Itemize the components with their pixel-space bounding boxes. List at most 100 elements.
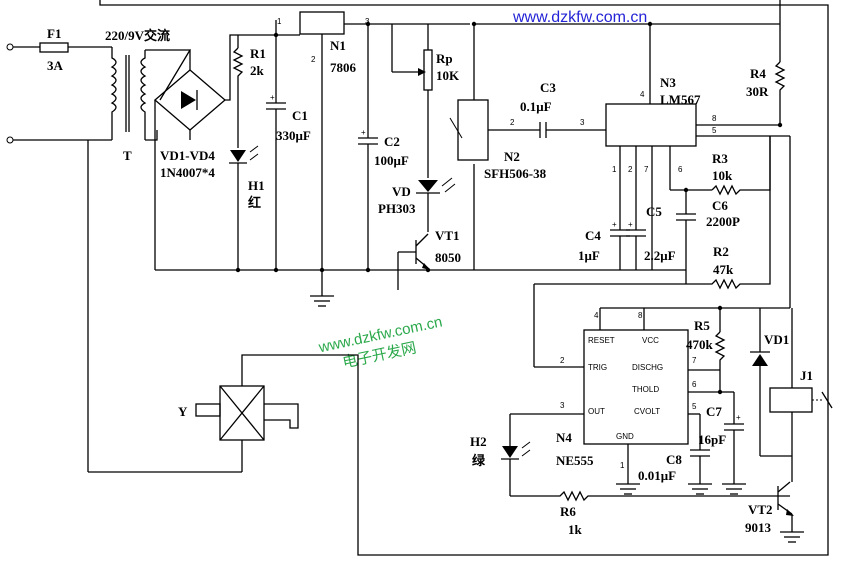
capacitor-c1: + C1 330μF [266,20,311,270]
svg-text:3A: 3A [47,58,64,73]
svg-text:LM567: LM567 [660,92,701,107]
svg-text:2.2μF: 2.2μF [644,248,676,263]
svg-text:10K: 10K [436,68,460,83]
ground-symbol-555 [616,483,640,495]
capacitor-c6: C6 2200P [676,190,740,270]
svg-text:C3: C3 [540,80,556,95]
svg-text:1: 1 [620,461,625,470]
diode-vd1-flyback: VD1 [750,308,792,457]
capacitor-c5: + C5 2.2μF [626,204,676,270]
resistor-r5: R5 470k [686,308,726,392]
svg-text:Rp: Rp [436,51,453,66]
svg-text:H1: H1 [248,178,265,193]
svg-text:8: 8 [638,311,643,320]
svg-text:C2: C2 [384,134,400,149]
svg-text:VD1-VD4: VD1-VD4 [160,148,215,163]
svg-text:8050: 8050 [435,250,461,265]
resistor-r6: R6 1k [510,490,790,537]
svg-text:2: 2 [311,55,316,64]
svg-text:F1: F1 [47,26,61,41]
svg-text:VD: VD [392,184,411,199]
svg-text:R5: R5 [694,318,710,333]
mains-terminal-top [6,43,40,51]
svg-text:6: 6 [678,165,683,174]
svg-text:4: 4 [640,90,645,99]
svg-text:3: 3 [560,401,565,410]
ir-led-vd-ph303: VD PH303 [378,177,456,232]
watermark-top-url: www.dzkfw.com.cn [512,9,647,26]
solenoid-valve-y: Y [87,140,299,473]
svg-text:THOLD: THOLD [632,385,659,394]
mains-terminal-bottom [6,136,112,144]
svg-text:3: 3 [365,17,370,26]
svg-text:N2: N2 [504,149,520,164]
svg-text:R4: R4 [750,66,766,81]
capacitor-c8: C8 0.01μF [638,414,710,484]
resistor-r2: R2 47k [534,136,771,290]
svg-text:+: + [612,220,617,229]
svg-text:330μF: 330μF [276,128,311,143]
svg-text:C1: C1 [292,108,308,123]
svg-text:0.1μF: 0.1μF [520,99,552,114]
led-h2: H2 绿 [470,414,531,496]
svg-text:SFH506-38: SFH506-38 [484,166,547,181]
svg-text:H2: H2 [470,434,487,449]
capacitor-c7: + C7 16pF [698,392,744,484]
svg-text:C4: C4 [585,228,601,243]
ground-symbol-power [310,290,334,307]
svg-text:R2: R2 [713,244,729,259]
svg-text:NE555: NE555 [556,453,594,468]
transistor-vt1: VT1 8050 [397,228,461,290]
svg-text:N4: N4 [556,430,572,445]
svg-text:9013: 9013 [745,520,772,535]
tone-decoder-n3-lm567: 4 N3 LM567 8 5 1 2 7 6 [605,24,790,270]
svg-text:R1: R1 [250,46,266,61]
svg-text:2200P: 2200P [706,214,740,229]
svg-text:1: 1 [277,17,282,26]
resistor-r1: R1 2k [232,46,266,148]
svg-text:绿: 绿 [472,453,486,468]
svg-text:2: 2 [560,356,565,365]
svg-text:J1: J1 [800,368,813,383]
timer-n4-ne555: 4 8 RESET VCC TRIG 2 DISCHG 7 THOLD 6 OU… [556,308,697,470]
svg-text:R3: R3 [712,151,728,166]
svg-text:C7: C7 [706,404,722,419]
ir-receiver-n2: 2 N2 SFH506-38 [449,24,547,181]
capacitor-c3: 3 C3 0.1μF [520,80,606,138]
svg-text:+: + [270,93,275,102]
svg-text:6: 6 [692,380,697,389]
svg-text:+: + [361,128,366,137]
svg-text:5: 5 [692,402,697,411]
svg-text:PH303: PH303 [378,201,416,216]
regulator-n1-7806: 1 3 2 N1 7806 [277,11,370,290]
resistor-r3: R3 10k [670,136,771,196]
svg-text:3: 3 [580,118,585,127]
svg-text:10k: 10k [712,168,733,183]
svg-text:16pF: 16pF [698,432,726,447]
fuse-f1: F1 3A [39,26,112,73]
svg-text:R6: R6 [560,504,576,519]
capacitor-c2: + C2 100μF [358,24,409,270]
svg-text:2: 2 [510,118,515,127]
svg-text:GND: GND [616,432,634,441]
svg-text:30R: 30R [746,84,769,99]
ground-symbol-c8 [688,483,712,495]
transistor-vt2: VT2 9013 [745,481,794,535]
svg-text:7: 7 [692,356,697,365]
capacitor-c4: + C4 1μF [578,220,630,270]
svg-text:1μF: 1μF [578,248,600,263]
svg-text:TRIG: TRIG [588,363,607,372]
relay-j1: J1 [769,308,833,482]
ground-symbol-vt2 [780,531,804,543]
transformer-t: 220/9V交流 T [105,28,170,163]
svg-text:220/9V交流: 220/9V交流 [105,28,170,43]
potentiometer-rp: Rp 10K [391,24,460,178]
svg-text:DISCHG: DISCHG [632,363,663,372]
svg-text:7: 7 [644,165,649,174]
ground-symbol-c7 [722,483,746,495]
svg-text:47k: 47k [713,262,734,277]
svg-text:C6: C6 [712,198,728,213]
svg-text:0.01μF: 0.01μF [638,468,676,483]
svg-text:470k: 470k [686,337,714,352]
